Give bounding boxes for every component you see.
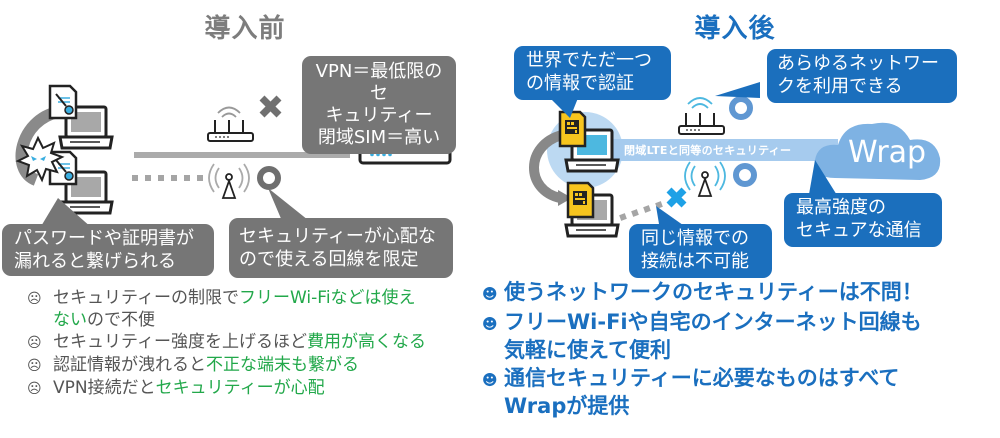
sad-face-icon: ☹: [27, 291, 42, 307]
bubble-unique-auth: 世界でただ一つ の情報で認証: [514, 46, 671, 100]
benefit-text: 使うネットワークのセキュリティーは不問！: [504, 280, 923, 304]
benefit-item: ☻ 通信セキュリティーに必要なものはすべて Wrapが提供: [482, 364, 997, 420]
wrap-cloud-label: Wrap: [848, 135, 927, 170]
dotted-connection-line: [132, 175, 203, 181]
bubble-credential-leak: パスワードや証明書が 漏れると繋げられる: [2, 224, 214, 276]
wifi-router-icon: [207, 106, 254, 142]
bubble-line: 閉域SIM＝高い: [317, 127, 441, 148]
heading-after: 導入後: [694, 14, 776, 44]
sad-face-icon: ☹: [27, 381, 42, 397]
bubble-tail: [715, 82, 760, 98]
bubble-secure-comm: 最高強度の セキュアな通信: [784, 193, 942, 247]
issue-text: VPN接続だと: [53, 378, 156, 398]
bubble-tail: [40, 198, 92, 228]
bubble-line: 接続は不可能: [641, 251, 749, 272]
bubble-tail: [550, 98, 578, 118]
benefit-item: ☻ 使うネットワークのセキュリティーは不問！: [482, 278, 997, 308]
ok-circle-icon: [729, 96, 753, 120]
bubble-line: セキュアな通信: [796, 220, 922, 241]
benefit-item: ☻ フリーWi-Fiや自宅のインターネット回線も 気軽に使えて便利: [482, 308, 997, 364]
bubble-line: 漏れると繋げられる: [14, 251, 176, 272]
clone-arrow-head: [558, 190, 572, 206]
blocked-cross-icon: [259, 95, 282, 118]
bubble-tail: [808, 160, 840, 200]
benefits-list: ☻ 使うネットワークのセキュリティーは不問！ ☻ フリーWi-Fiや自宅のインタ…: [482, 278, 997, 420]
sad-face-icon: ☹: [27, 358, 42, 374]
certificate-document-icon: [48, 84, 78, 120]
bubble-limited-lines: セキュリティーが心配な ので使える回線を限定: [229, 218, 453, 278]
lte-antenna-icon: [208, 163, 250, 199]
bubble-line: 最高強度の: [796, 197, 886, 218]
benefit-text: Wrapが提供: [504, 394, 630, 418]
benefit-text: 気軽に使えて便利: [504, 338, 671, 362]
ok-circle-icon: [257, 166, 281, 190]
happy-face-icon: ☻: [482, 315, 498, 333]
attacker-burst-icon: [15, 135, 65, 183]
issue-item: ☹ VPN接続だとセキュリティーが心配: [27, 377, 477, 400]
bubble-line: 同じ情報での: [641, 228, 749, 249]
issue-text: セキュリティーの制限で: [53, 288, 239, 308]
bubble-line: キュリティー: [325, 105, 433, 126]
connection-line: [134, 152, 350, 158]
bubble-line: ので使える回線を限定: [239, 249, 419, 270]
issue-item: ☹ セキュリティー強度を上げるほど費用が高くなる: [27, 331, 477, 354]
happy-face-icon: ☻: [482, 285, 498, 303]
issue-item: ☹ 認証情報が洩れると不正な端末も繋がる: [27, 354, 477, 377]
issue-text: セキュリティー強度を上げるほど: [53, 332, 307, 352]
issue-text: 認証情報が洩れると: [53, 355, 206, 375]
sad-face-icon: ☹: [27, 335, 42, 351]
bubble-line: の情報で認証: [526, 73, 634, 94]
issue-highlight: ない: [53, 310, 87, 330]
ok-circle-icon: [733, 163, 757, 187]
bubble-line: セキュリティーが心配な: [239, 226, 436, 247]
bubble-line: 世界でただ一つ: [526, 50, 652, 71]
benefit-text: フリーWi-Fiや自宅のインターネット回線も: [504, 310, 922, 334]
sim-card-icon: [566, 181, 595, 219]
bubble-no-clone: 同じ情報での 接続は不可能: [629, 224, 772, 278]
lte-band-label: 閉域LTEと同等のセキュリティー: [624, 144, 792, 157]
issue-highlight: セキュリティーが心配: [155, 378, 325, 398]
issue-text: ので不便: [87, 310, 155, 330]
issue-highlight: 不正な端末も繋がる: [206, 355, 359, 375]
blocked-cross-icon: [666, 187, 687, 208]
lte-security-band: [590, 139, 838, 161]
bubble-line: VPN＝最低限のセ: [315, 61, 443, 104]
laptop-icon: [58, 105, 114, 150]
sim-card-icon: [558, 110, 587, 148]
bubble-any-network: あらゆるネットワー クを利用できる: [767, 49, 957, 103]
clone-arrow: [529, 130, 564, 203]
issues-list: ☹ セキュリティーの制限でフリーWi-Fiなどは使え ないので不便 ☹ セキュリ…: [27, 287, 477, 400]
dotted-connection-line: [619, 201, 663, 221]
issue-item: ☹ セキュリティーの制限でフリーWi-Fiなどは使え ないので不便: [27, 287, 477, 331]
issue-highlight: 費用が高くなる: [306, 332, 426, 352]
bubble-line: クを利用できる: [777, 76, 903, 97]
benefit-text: 通信セキュリティーに必要なものはすべて: [504, 366, 900, 390]
heading-before: 導入前: [204, 14, 286, 44]
bubble-line: あらゆるネットワー: [777, 53, 939, 74]
happy-face-icon: ☻: [482, 371, 498, 389]
issue-highlight: フリーWi-Fiなどは使え: [238, 288, 416, 308]
wifi-router-icon: [678, 97, 725, 135]
wrap-cloud-icon: [814, 122, 941, 180]
lte-antenna-icon: [684, 161, 726, 197]
bubble-vpn-cost: VPN＝最低限のセ キュリティー 閉域SIM＝高い: [302, 56, 456, 154]
bubble-line: パスワードや証明書が: [14, 228, 194, 249]
